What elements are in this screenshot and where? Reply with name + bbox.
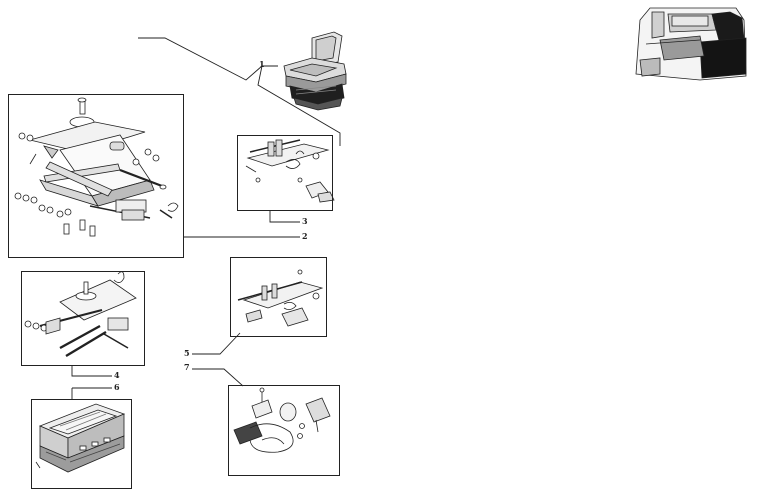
leader-line-4 [71,366,112,377]
callout-3: 3 [302,216,308,226]
panel-2-frame [8,94,184,258]
cab-location-thumbnail [635,7,747,81]
callout-1: 1 [259,59,265,69]
panel-4-drawing [24,271,137,358]
leader-line-1 [138,37,278,81]
panel-5-frame [230,257,327,337]
panel-7-frame [228,385,340,476]
seat-illustration [283,31,347,111]
leader-line-1b [257,65,341,146]
panel-3-drawing [245,139,335,203]
panel-4-frame [21,271,145,366]
leader-line-3 [269,210,300,223]
panel-2-drawing [14,97,179,237]
callout-2: 2 [302,231,308,241]
leader-line-5 [192,332,241,355]
panel-5-drawing [237,269,324,327]
panel-7-drawing [233,387,331,453]
leader-line-7 [192,368,244,387]
callout-4: 4 [114,370,120,380]
panel-3-frame [237,135,333,211]
panel-6-drawing [35,403,126,473]
callout-6: 6 [114,382,120,392]
panel-6-frame [31,399,132,489]
callout-7: 7 [184,362,190,372]
callout-5: 5 [184,348,190,358]
